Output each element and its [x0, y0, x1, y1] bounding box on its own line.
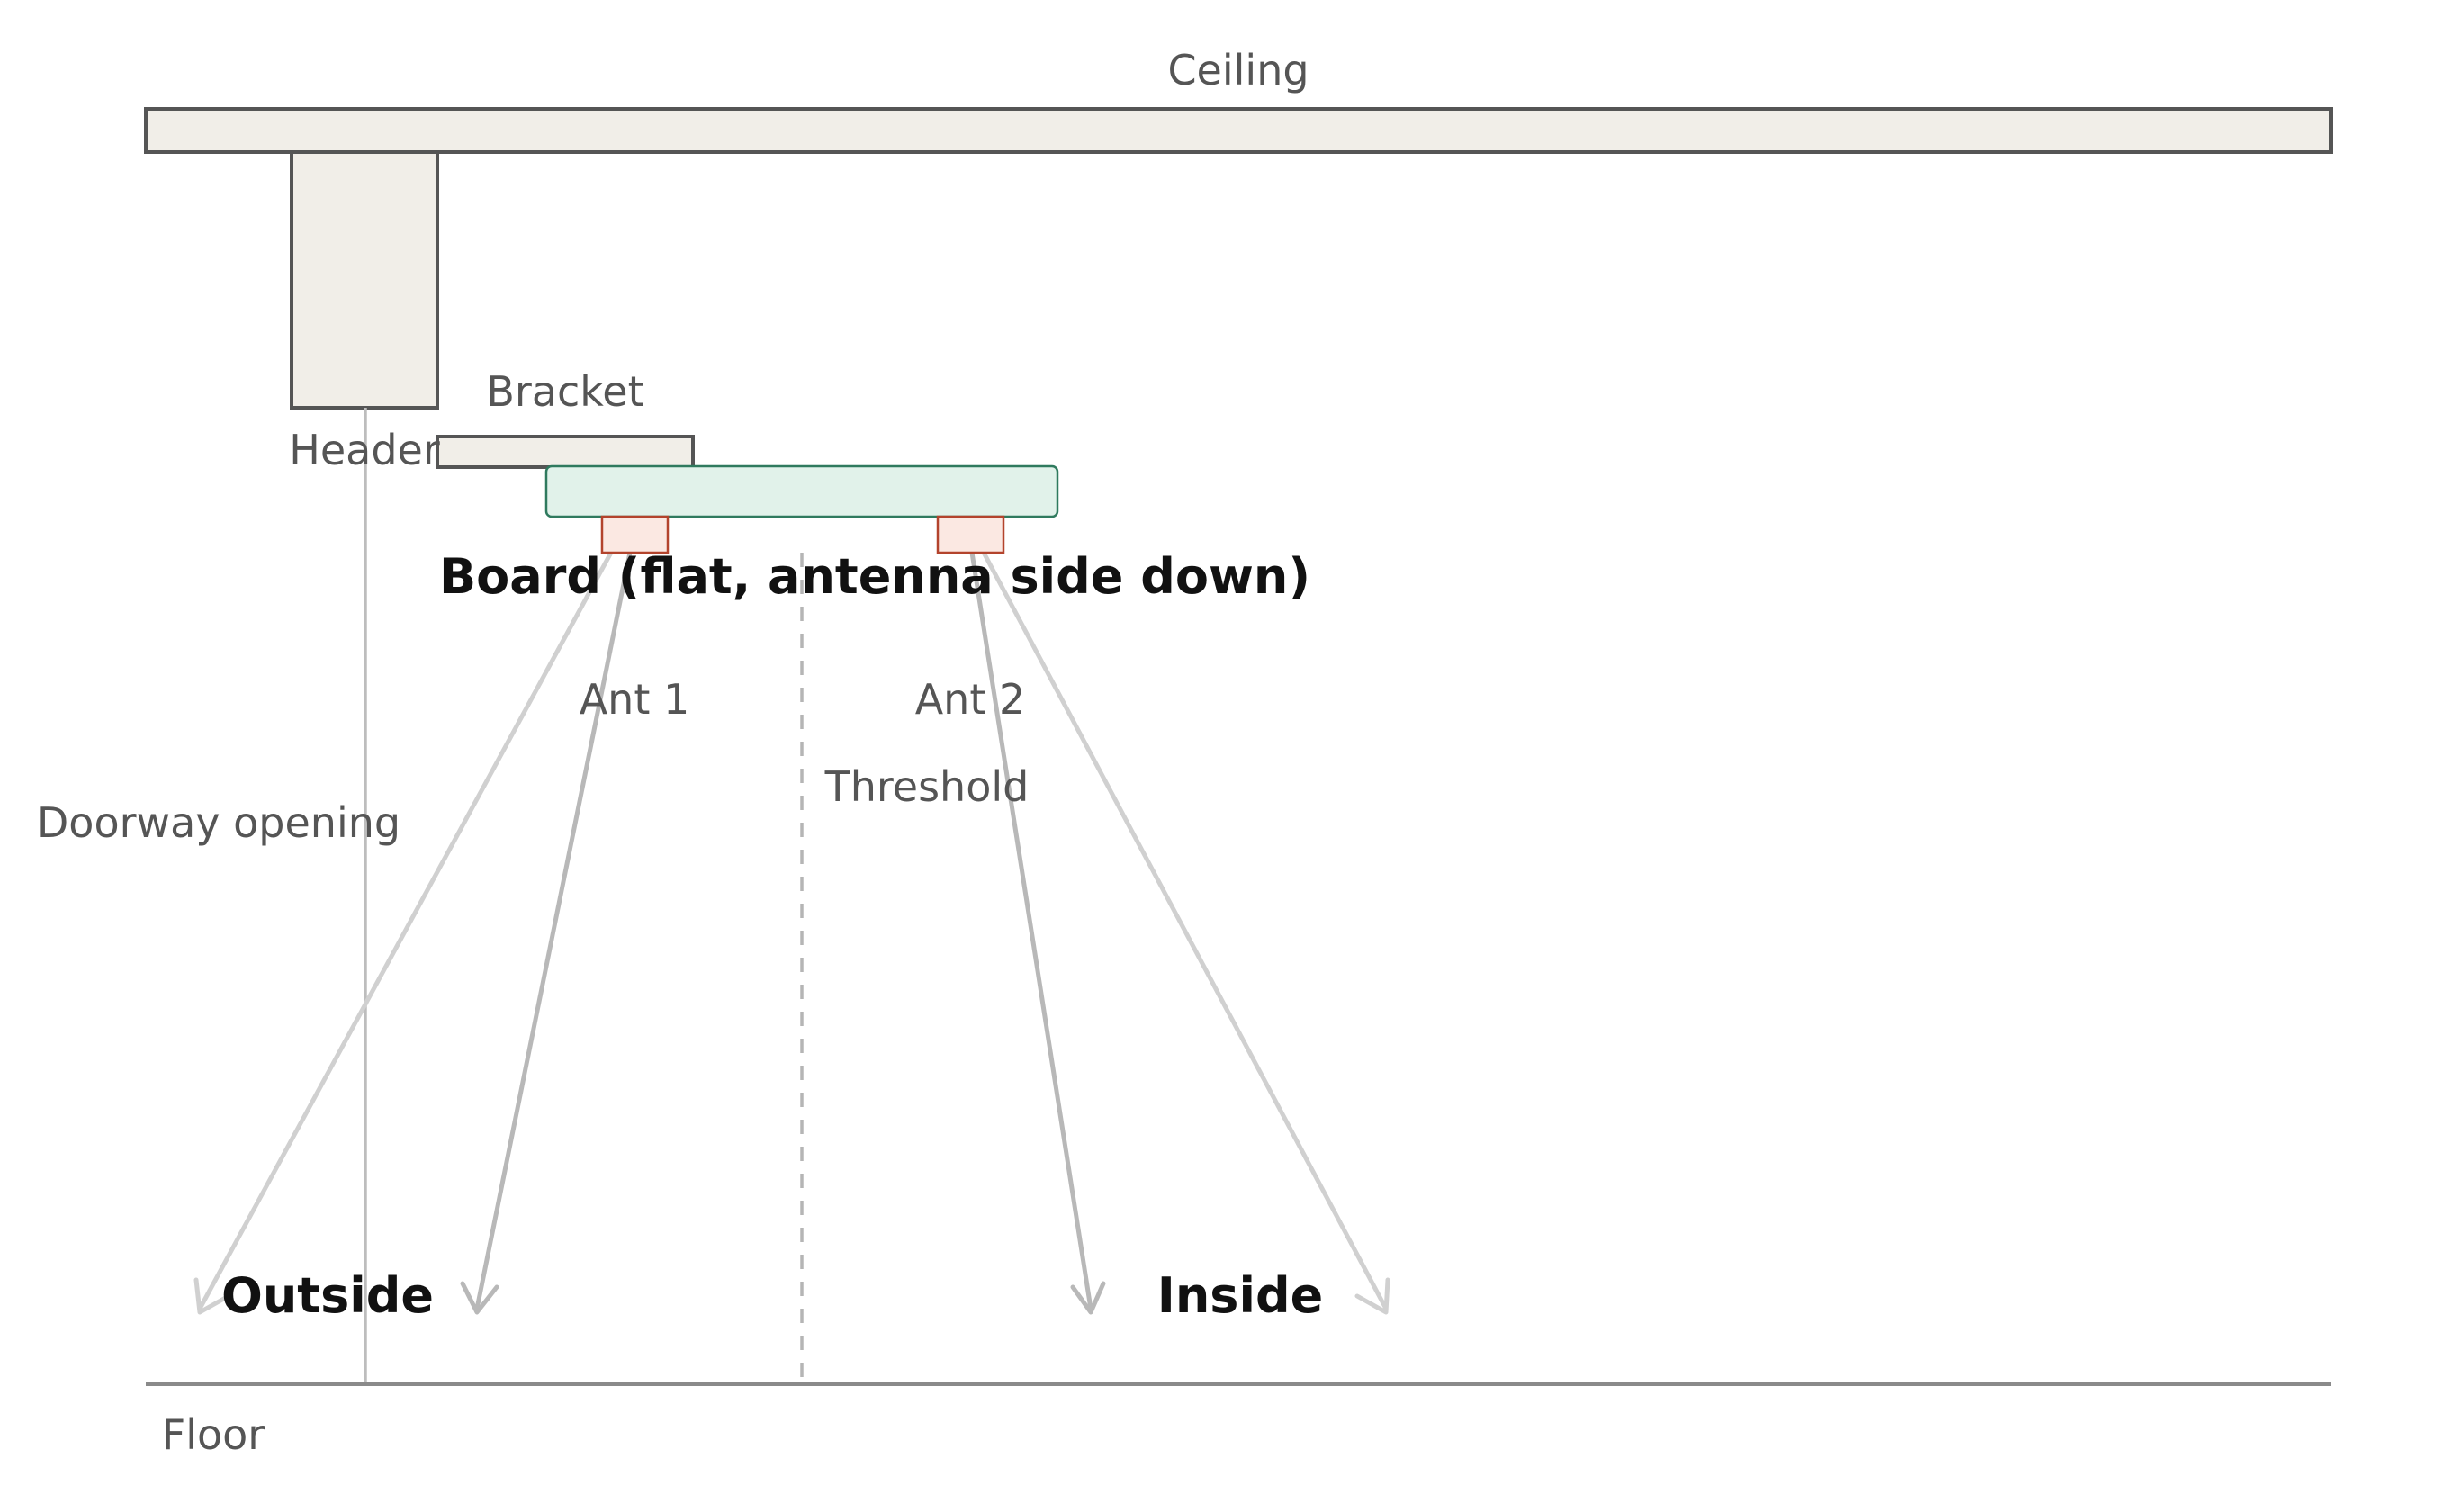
header-block — [290, 150, 439, 410]
ceiling-label: Ceiling — [1167, 46, 1309, 94]
arrowhead-ant2-outer — [1354, 1277, 1390, 1315]
outside-label: Outside — [221, 1267, 434, 1324]
bracket-label: Bracket — [486, 367, 644, 416]
ray-ant2-inner — [969, 550, 1094, 1311]
inside-label: Inside — [1157, 1267, 1323, 1324]
antenna-1 — [600, 515, 670, 554]
board-label: Board (flat, antenna side down) — [439, 548, 1310, 605]
board — [544, 464, 1059, 518]
arrowhead-ant1-outer — [194, 1277, 231, 1315]
ray-ant2-outer — [980, 548, 1389, 1311]
ceiling-slab — [144, 107, 2333, 154]
ray-ant1-inner — [474, 550, 633, 1311]
arrowhead-ant2-inner — [1070, 1281, 1106, 1315]
ant1-label: Ant 1 — [580, 675, 690, 724]
antenna-2 — [936, 515, 1005, 554]
arrowhead-ant1-inner — [460, 1281, 500, 1315]
header-label: Header — [289, 426, 440, 474]
doorway-opening-label: Doorway opening — [37, 798, 400, 847]
ant2-label: Ant 2 — [915, 675, 1026, 724]
bracket — [436, 435, 695, 469]
threshold-label: Threshold — [824, 762, 1030, 811]
ray-ant1-outer — [197, 548, 615, 1311]
floor-label: Floor — [162, 1410, 266, 1459]
